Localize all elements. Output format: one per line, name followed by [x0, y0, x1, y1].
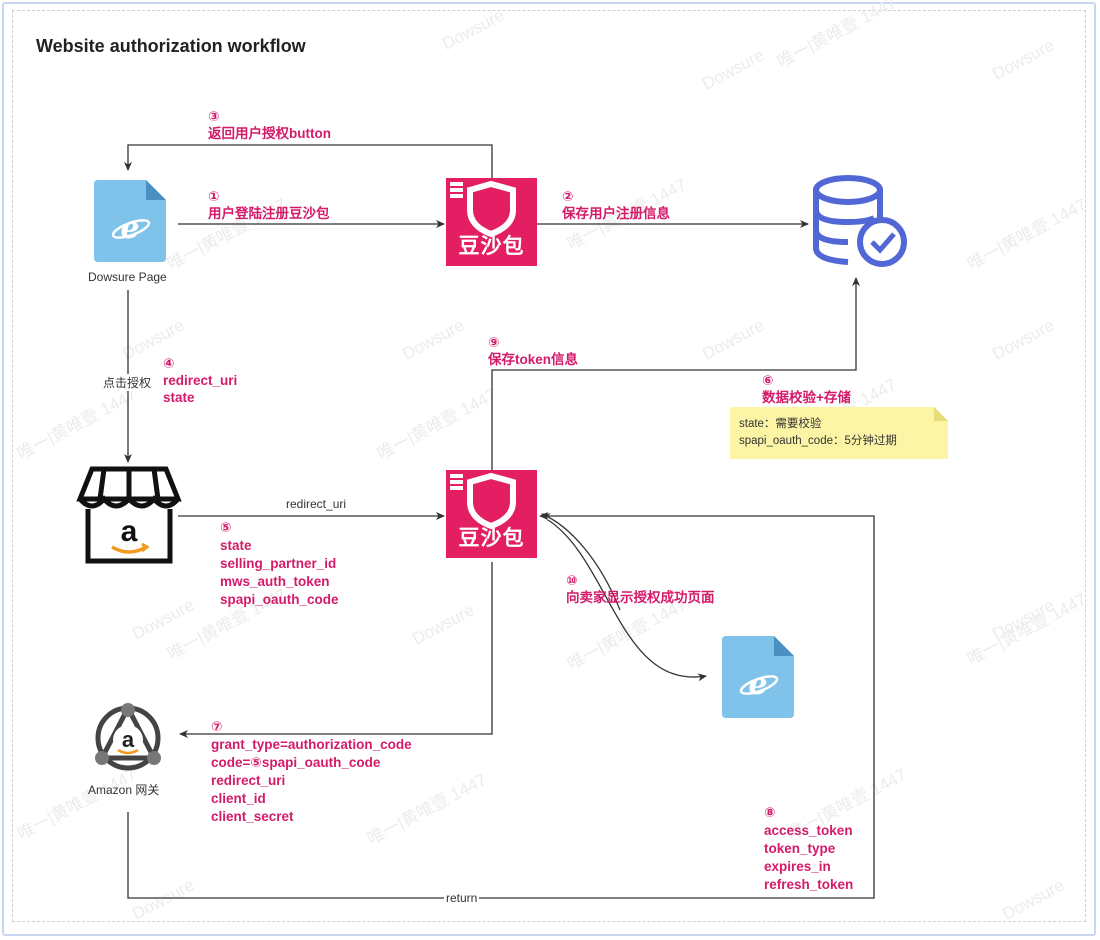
edge-step10 — [547, 519, 707, 682]
step-2-text: 保存用户注册信息 — [562, 206, 670, 221]
step-9-number: ⑨ — [488, 335, 500, 350]
logo-text: 豆沙包 — [458, 527, 525, 550]
step-2-number: ② — [562, 189, 574, 204]
step-8-line: access_token — [764, 823, 853, 838]
validation-note: state：需要校验 spapi_oauth_code：5分钟过期 — [730, 407, 948, 459]
step-1-number: ① — [208, 189, 220, 204]
ie-document-icon: e — [722, 636, 794, 718]
note-fold — [934, 407, 948, 421]
step-5-line: state — [220, 538, 252, 553]
step-5-line: selling_partner_id — [220, 556, 337, 571]
svg-text:e: e — [748, 667, 767, 702]
step-7-line: grant_type=authorization_code — [211, 737, 412, 752]
step-7-line: code=⑤spapi_oauth_code — [211, 755, 381, 770]
step-7-line: client_secret — [211, 809, 294, 824]
edge-step3 — [124, 144, 493, 178]
redirect-uri-edge-label: redirect_uri — [286, 497, 347, 511]
svg-text:a: a — [122, 727, 135, 752]
ie-document-icon: e — [94, 180, 166, 262]
edge-step9 — [491, 277, 860, 470]
step-8-line: token_type — [764, 841, 836, 856]
shield-logo-icon — [450, 472, 516, 530]
step-4-line: state — [163, 390, 195, 405]
step-1-text: 用户登陆注册豆沙包 — [208, 206, 330, 221]
step-10-number: ⑩ — [566, 573, 578, 588]
step-8-line: expires_in — [764, 859, 831, 874]
diagram-title: Website authorization workflow — [36, 36, 306, 56]
dowsure-logo-middle: 豆沙包 — [446, 470, 537, 558]
step-5-line: spapi_oauth_code — [220, 592, 339, 607]
amazon-store-icon: a — [76, 466, 182, 564]
step-5-line: mws_auth_token — [220, 574, 330, 589]
step-4-number: ④ — [163, 356, 175, 371]
edge-step7 — [179, 562, 493, 738]
step-7-number: ⑦ — [211, 719, 223, 734]
dowsure-page-label: Dowsure Page — [88, 270, 167, 284]
step-9-text: 保存token信息 — [488, 352, 579, 367]
click-authorize-label: 点击授权 — [103, 374, 152, 391]
edge-return — [127, 512, 875, 899]
edge-step10-back — [541, 513, 621, 611]
step-6-number: ⑥ — [762, 373, 774, 388]
step-8-line: refresh_token — [764, 877, 854, 892]
svg-text:e: e — [120, 211, 139, 246]
amazon-gateway-label: Amazon 网关 — [88, 783, 160, 797]
step-7-line: client_id — [211, 791, 266, 806]
step-8-number: ⑧ — [764, 805, 776, 820]
step-6-text: 数据校验+存储 — [762, 390, 851, 405]
svg-text:a: a — [121, 515, 138, 548]
note-line: state：需要校验 — [739, 418, 822, 430]
amazon-gateway-icon: a — [95, 702, 161, 771]
step-10-text: 向卖家显示授权成功页面 — [566, 590, 715, 605]
dowsure-logo-top: 豆沙包 — [446, 178, 537, 266]
database-check-icon — [813, 175, 907, 267]
step-5-number: ⑤ — [220, 520, 232, 535]
step-7-line: redirect_uri — [211, 773, 286, 788]
note-line: spapi_oauth_code：5分钟过期 — [739, 435, 897, 447]
shield-logo-icon — [450, 180, 516, 238]
step-3-text: 返回用户授权button — [208, 126, 331, 141]
step-3-number: ③ — [208, 109, 220, 124]
logo-text: 豆沙包 — [458, 235, 525, 258]
step-4-line: redirect_uri — [163, 373, 238, 388]
return-edge-label: return — [444, 891, 480, 905]
canvas-inner — [12, 10, 1086, 922]
